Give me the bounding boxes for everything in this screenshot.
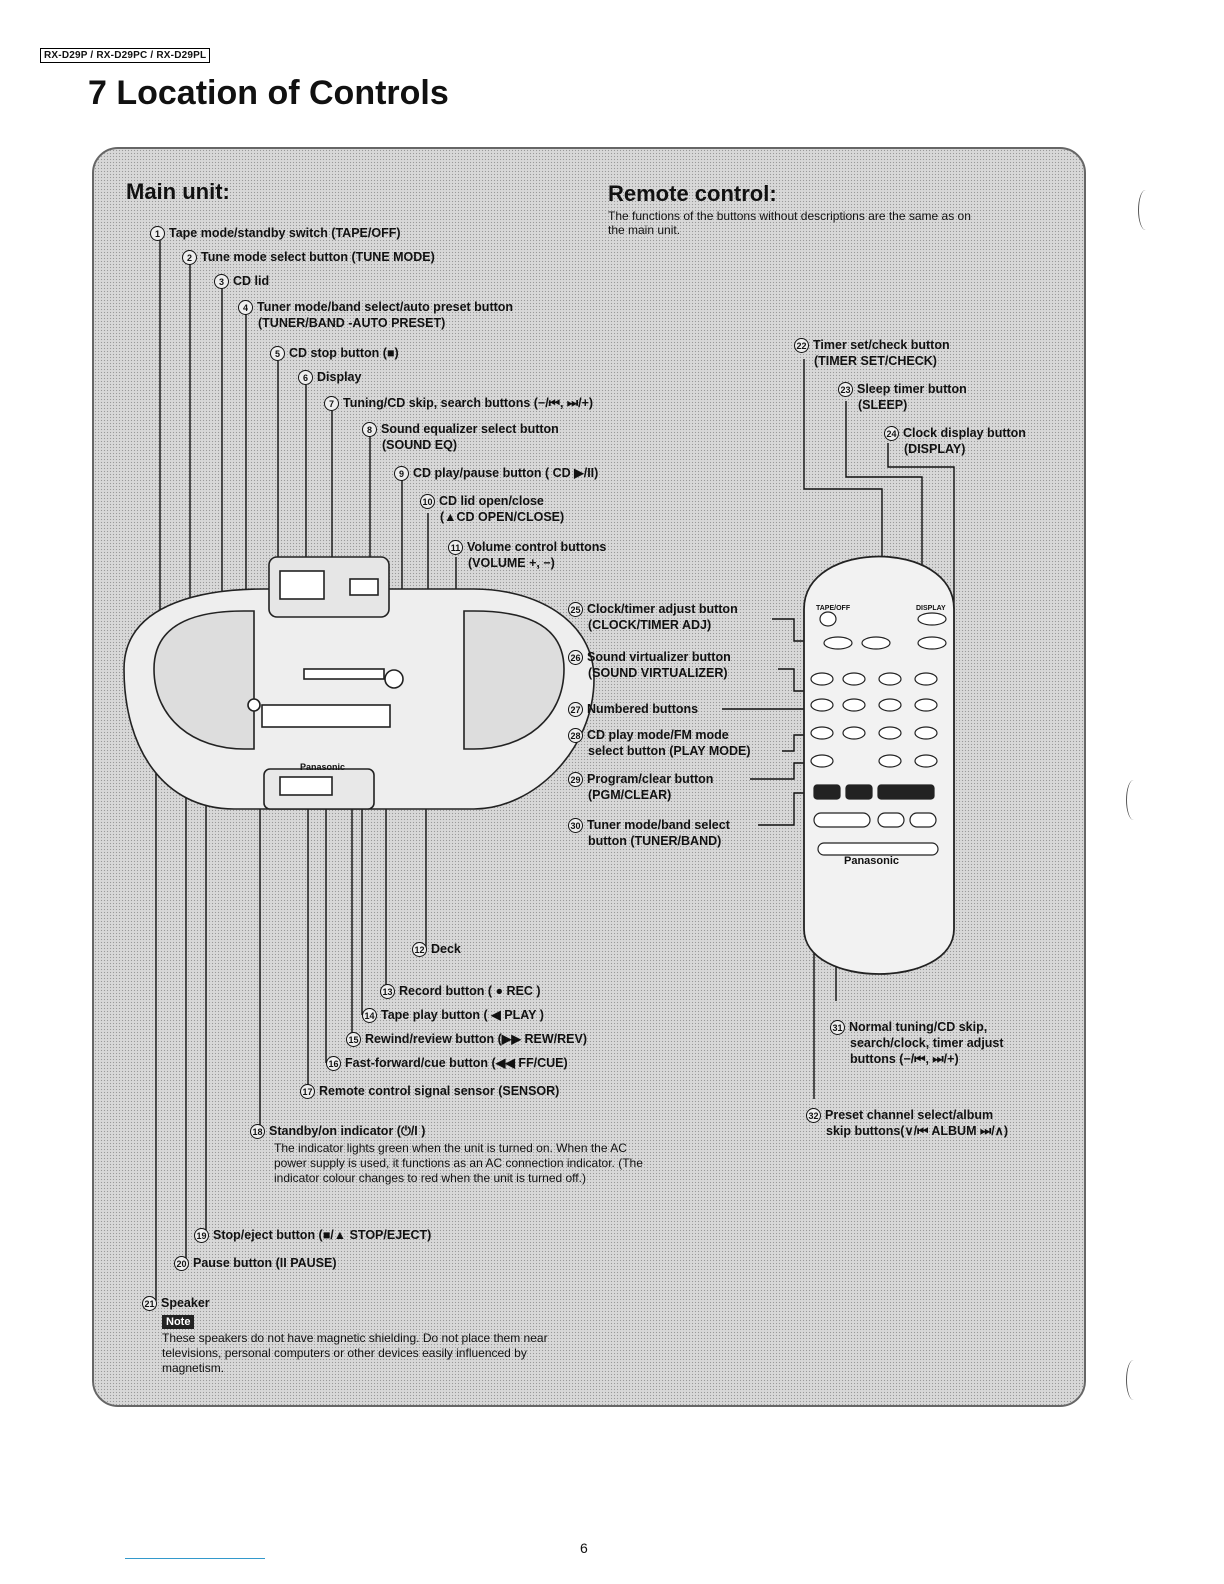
note-text: These speakers do not have magnetic shie… <box>162 1331 548 1375</box>
page-number: 6 <box>580 1540 588 1556</box>
leader-28 <box>782 734 810 752</box>
binding-mark <box>1126 780 1141 820</box>
model-number: RX-D29P / RX-D29PC / RX-D29PL <box>40 48 211 63</box>
main-unit-heading: Main unit: <box>126 179 230 204</box>
device-brand: Panasonic <box>300 762 346 772</box>
binding-mark <box>1126 1360 1141 1400</box>
leader-30 <box>758 792 810 826</box>
diagram-svg <box>123 237 955 1301</box>
main-unit-drawing <box>123 556 595 810</box>
remote-key-tape-off: TAPE/OFF <box>816 605 851 612</box>
footer-line <box>125 1558 265 1559</box>
remote-drawing <box>803 555 955 975</box>
leader-24 <box>887 443 955 609</box>
leader-26 <box>778 668 810 692</box>
binding-mark <box>1138 190 1153 230</box>
page-title: 7 Location of Controls <box>88 74 449 112</box>
remote-key-display: DISPLAY <box>916 605 946 612</box>
remote-heading: Remote control: <box>608 181 777 206</box>
note-badge: Note <box>162 1315 195 1329</box>
remote-brand: Panasonic <box>844 855 900 867</box>
remote-subtitle: The functions of the buttons without des… <box>608 209 971 237</box>
leader-19 <box>205 752 234 1235</box>
leader-29 <box>750 762 810 780</box>
leader-25 <box>772 618 810 642</box>
standby-description: The indicator lights green when the unit… <box>274 1141 643 1185</box>
leader-23 <box>845 401 923 619</box>
